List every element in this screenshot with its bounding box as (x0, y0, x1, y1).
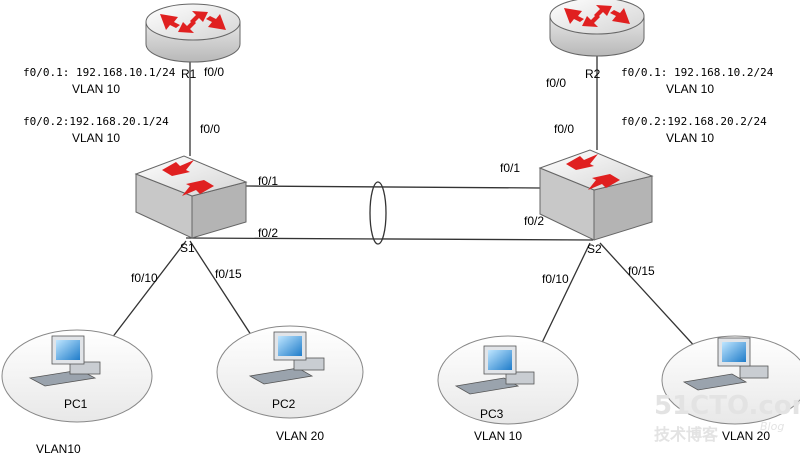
s1-f01-label: f0/1 (258, 174, 278, 188)
computer-icon (28, 335, 101, 387)
pc3-name: PC3 (480, 407, 504, 421)
computer-icon (248, 331, 325, 385)
s1-f010-label: f0/10 (131, 271, 158, 285)
router-r2[interactable] (549, 0, 645, 57)
s1-f015-label: f0/15 (215, 267, 242, 281)
watermark-slogan: 技术博客 (654, 425, 719, 444)
switch-s1[interactable] (134, 155, 248, 239)
pc2-name: PC2 (272, 397, 296, 411)
computer-icon (454, 345, 535, 395)
r2-subif2-vlan: VLAN 10 (666, 131, 714, 145)
r1-subif2-label: f0/0.2:192.168.20.1/24 (23, 115, 169, 128)
pc3[interactable] (437, 335, 579, 425)
r1-f00-label: f0/0 (204, 65, 224, 79)
s1-f02-label: f0/2 (258, 226, 278, 240)
s1-f00-label: f0/0 (200, 122, 220, 136)
switch-s2[interactable] (538, 149, 654, 241)
switch-arrows-icon (162, 160, 214, 196)
r2-name: R2 (585, 67, 601, 81)
s2-f010-label: f0/10 (542, 272, 569, 286)
switch-arrows-icon (566, 154, 620, 190)
s2-f00-label: f0/0 (554, 122, 574, 136)
r2-subif1-label: f0/0.1: 192.168.10.2/24 (621, 66, 774, 79)
router-arrows-icon (564, 5, 630, 27)
router-r1[interactable] (145, 3, 241, 63)
r1-subif1-vlan: VLAN 10 (72, 82, 120, 96)
s2-f015-label: f0/15 (628, 264, 655, 278)
router-arrows-icon (160, 11, 226, 33)
pc4-vlan: VLAN 20 (722, 429, 770, 443)
r2-subif2-label: f0/0.2:192.168.20.2/24 (621, 115, 767, 128)
pc1-name: PC1 (64, 397, 88, 411)
pc4[interactable] (661, 335, 800, 425)
pc1[interactable] (1, 329, 153, 423)
s1-name: S1 (180, 241, 195, 255)
r1-name: R1 (181, 67, 197, 81)
pc1-vlan: VLAN10 (36, 442, 81, 456)
computer-icon (682, 337, 769, 391)
watermark-site: 51CTO.com (654, 391, 800, 421)
r2-subif1-vlan: VLAN 10 (666, 82, 714, 96)
etherchannel-bundle (369, 181, 387, 245)
watermark-blog: Blog (760, 420, 784, 433)
pc3-vlan: VLAN 10 (474, 429, 522, 443)
link-s1-s2-f02 (185, 237, 594, 241)
s2-name: S2 (587, 242, 602, 256)
s2-f01-label: f0/1 (500, 161, 520, 175)
pc2-vlan: VLAN 20 (276, 429, 324, 443)
r1-subif2-vlan: VLAN 10 (72, 131, 120, 145)
watermark-51cto: 51CTO.com 技术博客 Blog (654, 391, 800, 444)
r1-subif1-label: f0/0.1: 192.168.10.1/24 (23, 66, 176, 79)
link-s1-s2-f01 (245, 185, 541, 189)
pc2[interactable] (216, 325, 364, 419)
r2-f00-label: f0/0 (546, 76, 566, 90)
s2-f02-label: f0/2 (524, 214, 544, 228)
